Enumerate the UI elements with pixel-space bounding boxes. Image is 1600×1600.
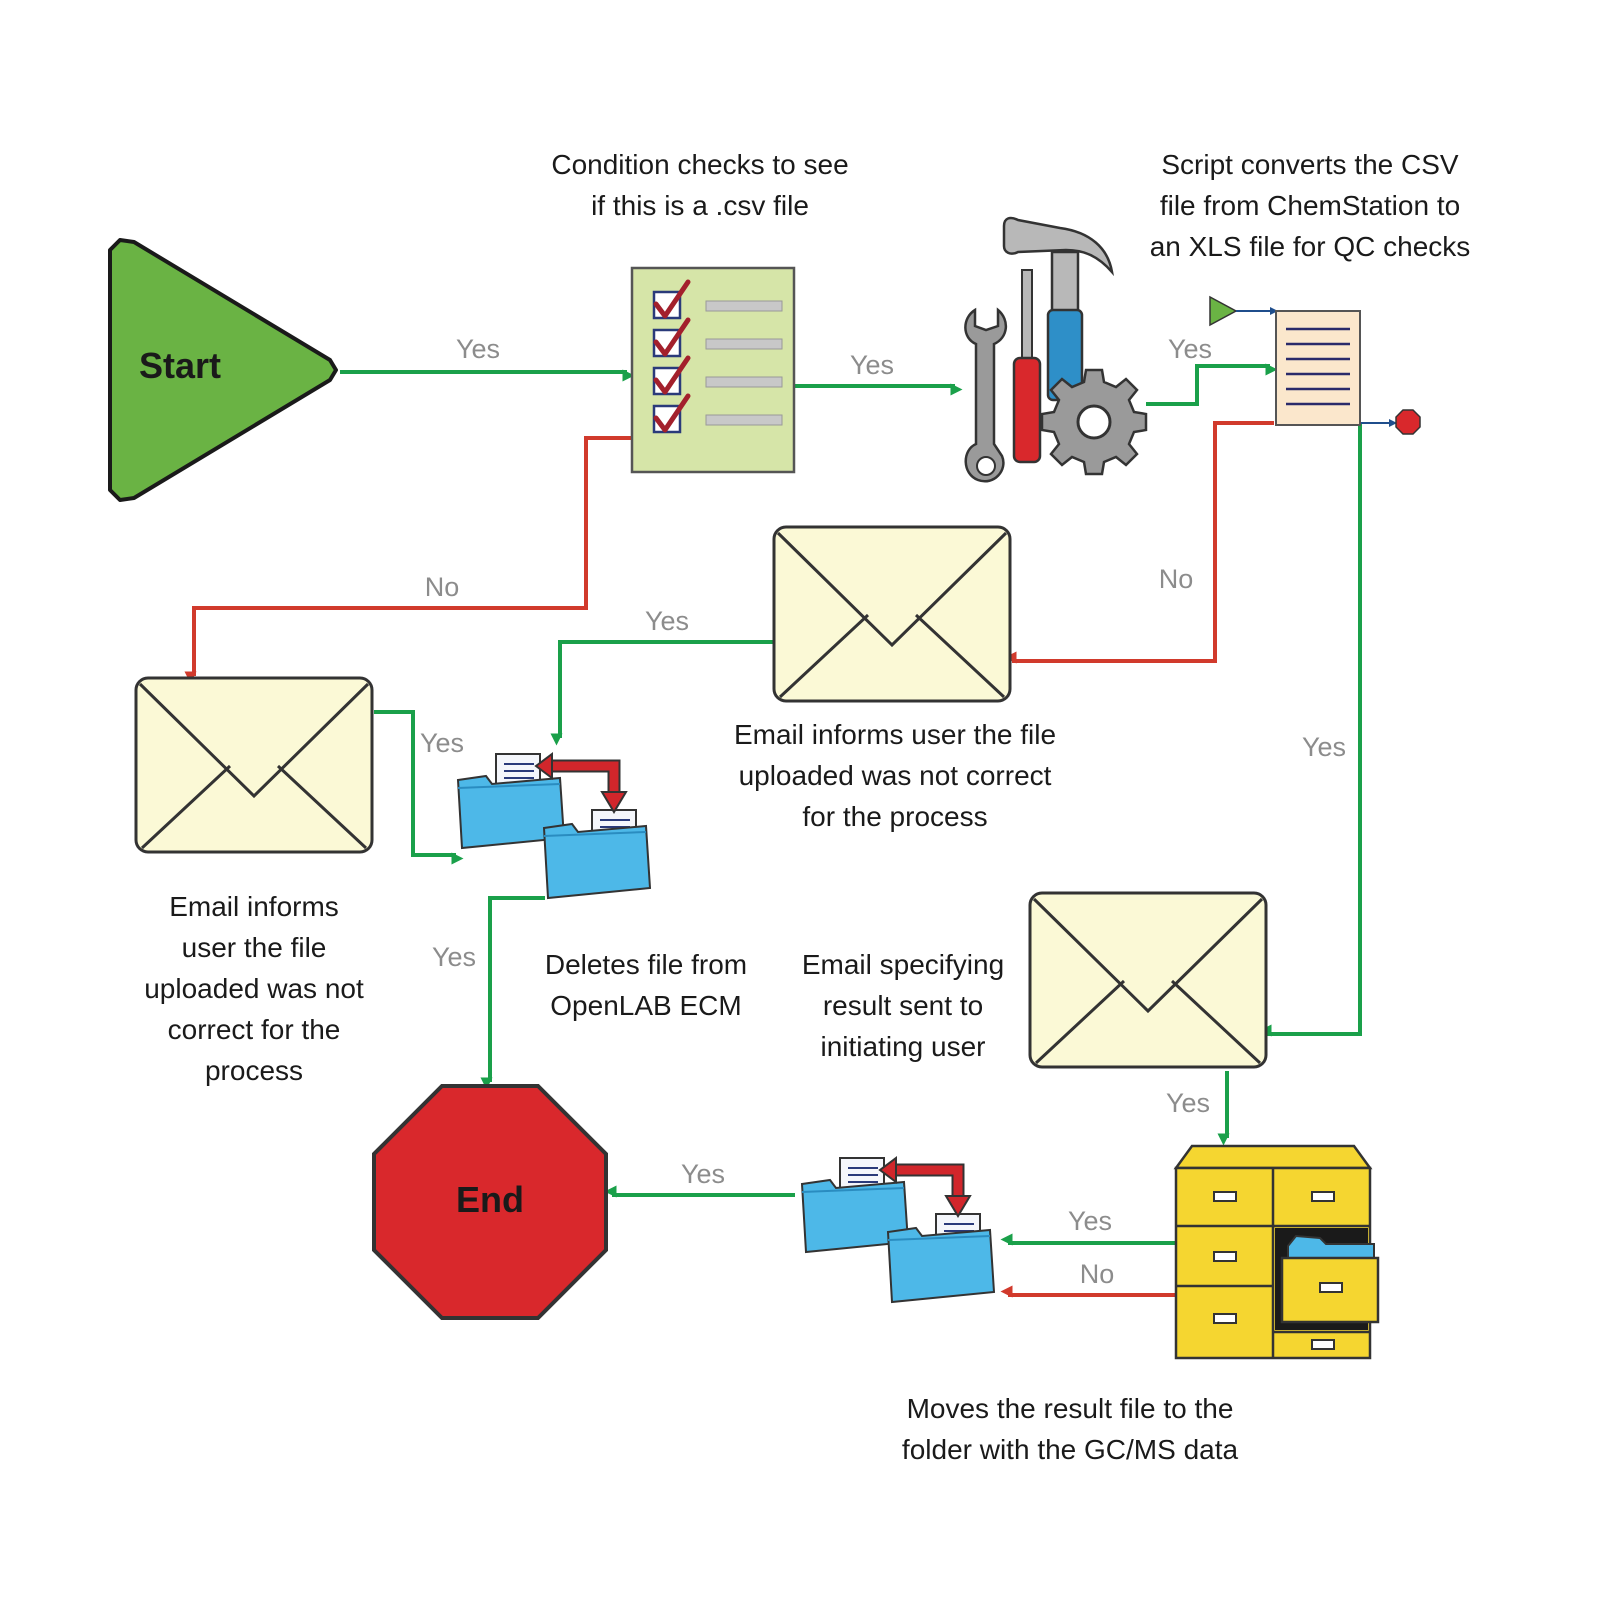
caption-delete: Deletes file from OpenLAB ECM — [544, 949, 748, 1021]
end-node: End — [372, 1084, 608, 1320]
edge-label-start-to-check: Yes — [456, 334, 500, 364]
folder-transfer-icon-delete — [458, 754, 650, 898]
edge-label-mid-email-yes: Yes — [645, 606, 689, 636]
edge-label-check-no: No — [425, 572, 460, 602]
envelope-icon-left — [134, 676, 374, 854]
caption-condition: Condition checks to see if this is a .cs… — [551, 149, 849, 221]
mini-stop-icon — [1395, 409, 1421, 435]
edge-label-cabinet-no: No — [1080, 1259, 1115, 1289]
edge-label-doc-no: No — [1159, 564, 1194, 594]
edge-mid-email-yes — [550, 640, 774, 746]
edge-doc-no — [1004, 421, 1274, 664]
edge-label-result-email-yes: Yes — [1166, 1088, 1210, 1118]
edge-label-doc-yes: Yes — [1302, 732, 1346, 762]
file-cabinet-icon — [1173, 1144, 1380, 1360]
caption-email-left: Email informs user the file uploaded was… — [144, 891, 364, 1086]
edge-doc-yes — [1259, 424, 1362, 1037]
envelope-icon-mid — [772, 525, 1012, 703]
document-icon — [1275, 310, 1361, 426]
end-label: End — [456, 1179, 524, 1220]
start-node: Start — [108, 238, 338, 502]
caption-script: Script converts the CSV file from ChemSt… — [1149, 149, 1471, 262]
edge-check-no — [184, 436, 631, 684]
edge-label-move-to-end: Yes — [681, 1159, 725, 1189]
caption-email-mid: Email informs user the file uploaded was… — [733, 719, 1057, 832]
edge-folders-to-end — [480, 896, 545, 1090]
edge-label-folders-to-end: Yes — [432, 942, 476, 972]
edge-label-cabinet-yes: Yes — [1068, 1206, 1112, 1236]
start-label: Start — [139, 345, 221, 386]
mini-start-icon — [1209, 295, 1238, 327]
edge-tools-to-doc — [1146, 363, 1278, 406]
tools-icon — [964, 216, 1148, 483]
folder-transfer-icon-move — [802, 1158, 994, 1302]
checklist-icon — [630, 266, 796, 474]
caption-email-result: Email specifying result sent to initiati… — [801, 949, 1005, 1062]
edge-label-tools-to-doc: Yes — [1168, 334, 1212, 364]
edge-label-check-to-tools: Yes — [850, 350, 894, 380]
edge-left-email-yes — [374, 710, 464, 865]
envelope-icon-result — [1028, 891, 1268, 1069]
edge-label-left-email-yes: Yes — [420, 728, 464, 758]
caption-move: Moves the result file to the folder with… — [901, 1393, 1239, 1465]
